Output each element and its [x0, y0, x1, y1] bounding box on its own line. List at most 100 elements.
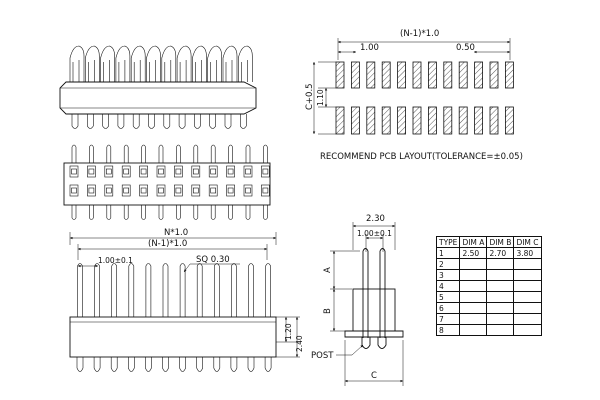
- pcb-pad: [443, 61, 453, 89]
- cell-dim-b: [486, 302, 515, 314]
- iso-pin-rear: [85, 45, 100, 82]
- top-pin-housing: [156, 184, 166, 197]
- isometric-pins: [69, 45, 253, 129]
- front-pin: [196, 263, 203, 317]
- front-pin: [111, 263, 117, 317]
- table-row: 4: [435, 280, 542, 292]
- iso-pin-rear: [146, 45, 161, 82]
- top-pin-contact: [71, 168, 77, 175]
- cell-type: 4: [435, 280, 461, 292]
- iso-pin-tail: [163, 114, 171, 129]
- top-pin-lower: [89, 205, 94, 220]
- top-pin-lower: [106, 205, 112, 220]
- top-pin-upper: [263, 144, 268, 163]
- pcb-pad: [489, 106, 499, 135]
- iso-pin-rear: [207, 45, 222, 82]
- cell-dim-a: [459, 280, 488, 292]
- cell-dim-a: [459, 324, 488, 336]
- iso-pin-front: [103, 60, 110, 82]
- top-pin-lower: [123, 205, 129, 220]
- top-pin-lower: [228, 205, 233, 220]
- top-pin-housing: [121, 165, 131, 178]
- side-view-base: [344, 330, 404, 338]
- pcb-pad: [504, 61, 514, 89]
- pcb-pad: [504, 106, 514, 135]
- top-pin-housing: [208, 165, 218, 178]
- iso-pin-tail: [132, 114, 140, 129]
- dim-row-pitch: 1.00±0.1: [357, 229, 392, 238]
- pcb-pad: [412, 106, 422, 135]
- dim-side-width: 2.30: [366, 214, 385, 224]
- isometric-body-top-edge: [60, 87, 256, 109]
- top-pin-housing: [104, 165, 114, 178]
- top-pin-housing: [174, 184, 183, 197]
- top-pin-housing: [261, 165, 270, 178]
- top-pin-contact: [262, 187, 269, 194]
- top-pin-contact: [175, 168, 182, 175]
- cell-dim-b: [486, 280, 515, 292]
- top-view-body: [63, 162, 271, 206]
- pcb-pads: [335, 61, 514, 135]
- cell-dim-c: [513, 291, 542, 303]
- table-row: 6: [435, 302, 542, 314]
- dim-b-label: B: [323, 308, 333, 314]
- iso-pin-tail: [240, 114, 247, 129]
- iso-pin-rear: [130, 45, 146, 82]
- pcb-pad: [366, 106, 376, 135]
- top-pin-lower: [141, 205, 146, 220]
- top-pin-housing: [243, 184, 253, 197]
- iso-pin-tail: [209, 114, 216, 129]
- front-pin: [265, 263, 271, 317]
- top-pin-upper: [193, 144, 199, 163]
- iso-pin-front: [164, 60, 172, 82]
- post-label: POST: [311, 351, 334, 361]
- iso-pin-rear: [192, 45, 207, 82]
- iso-pin-front: [210, 60, 217, 82]
- cell-type: 3: [435, 269, 461, 281]
- iso-pin-tail: [224, 114, 232, 129]
- top-pin-housing: [156, 165, 166, 178]
- top-pin-housing: [87, 184, 96, 197]
- cell-type: 8: [435, 324, 461, 336]
- top-pin-housing: [191, 165, 201, 178]
- front-pin-tail: [128, 357, 135, 372]
- top-pin-housing: [226, 165, 235, 178]
- top-pin-contact: [227, 187, 234, 194]
- top-pin-contact: [123, 168, 129, 175]
- pcb-pad: [366, 61, 376, 89]
- iso-pin-tail: [178, 114, 186, 129]
- table-row: 7: [435, 313, 542, 325]
- top-pin-contact: [175, 187, 182, 194]
- top-pin-housing: [69, 165, 79, 178]
- top-pin-upper: [71, 144, 77, 163]
- front-pin: [248, 263, 254, 317]
- iso-pin-front: [225, 60, 233, 82]
- pcb-layout-caption: RECOMMEND PCB LAYOUT(TOLERANCE=±0.05): [320, 152, 523, 162]
- dim-pcb-overall: (N-1)*1.0: [400, 29, 439, 39]
- side-view: 2.30 1.00±0.1 A B C POST: [311, 214, 404, 386]
- cell-dim-c: [513, 313, 542, 325]
- iso-pin-tail: [194, 114, 201, 129]
- top-pin-lower: [158, 205, 164, 220]
- front-view: N*1.0 (N-1)*1.0 1.00±0.1 SQ 0.30 1.20 2.…: [69, 228, 304, 372]
- iso-pin-front: [241, 60, 248, 82]
- top-pin-contact: [158, 187, 164, 194]
- top-pin-upper: [158, 144, 164, 163]
- dim-pitch: 1.00±0.1: [98, 256, 133, 265]
- iso-pin-front: [179, 60, 187, 82]
- dim-pcb-row-span: C+0.5: [305, 83, 315, 110]
- top-pin-lower: [245, 205, 251, 220]
- top-pin-housing: [87, 165, 96, 178]
- iso-pin-rear: [115, 45, 131, 82]
- cell-type: 6: [435, 302, 461, 314]
- pcb-pad: [381, 61, 391, 89]
- dim-pcb-pad-width: 0.50: [456, 43, 475, 53]
- iso-pin-front: [149, 60, 156, 82]
- top-pin-lower: [176, 205, 181, 220]
- cell-dim-a: [459, 258, 488, 270]
- dim-pin-square: SQ 0.30: [196, 255, 230, 265]
- cell-dim-b: 2.70: [486, 247, 515, 259]
- side-view-post: [361, 337, 387, 349]
- top-pin-housing: [104, 184, 114, 197]
